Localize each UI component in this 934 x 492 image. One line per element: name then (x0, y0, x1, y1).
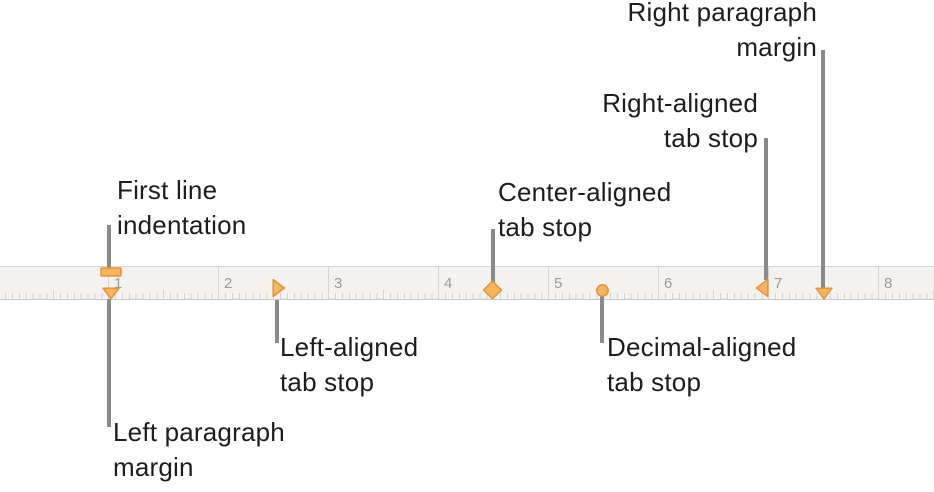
callout-line-right-aligned-tab-stop (764, 138, 768, 280)
callout-line-center-aligned-tab-stop (491, 229, 495, 282)
left-paragraph-margin-marker[interactable] (102, 287, 120, 300)
left-aligned-tab-stop-marker[interactable] (272, 278, 286, 298)
ruler-number-1: 1 (114, 275, 123, 292)
label-left-aligned-tab-stop: Left-aligned tab stop (280, 332, 419, 397)
callout-line-decimal-aligned-tab-stop (600, 296, 604, 343)
label-right-aligned-tab-stop: Right-aligned tab stop (602, 88, 758, 153)
ruler-inch-lines (108, 267, 934, 299)
label-center-aligned-tab-stop: Center-aligned tab stop (498, 177, 672, 242)
ruler-number-3: 3 (334, 275, 343, 292)
decimal-aligned-tab-stop-marker[interactable] (595, 283, 610, 298)
label-decimal-aligned-tab-stop: Decimal-aligned tab stop (607, 332, 797, 397)
ruler-number-2: 2 (224, 275, 233, 292)
ruler[interactable]: 1 2 3 4 5 6 7 8 (0, 266, 934, 300)
callout-line-left-paragraph-margin (107, 299, 111, 427)
ruler-number-7: 7 (774, 275, 783, 292)
ruler-number-4: 4 (444, 275, 453, 292)
label-left-paragraph-margin: Left paragraph margin (113, 417, 285, 482)
callout-line-left-aligned-tab-stop (275, 300, 279, 343)
ruler-number-5: 5 (554, 275, 563, 292)
right-aligned-tab-stop-marker[interactable] (755, 278, 769, 298)
callout-line-right-paragraph-margin (821, 50, 825, 289)
right-paragraph-margin-marker[interactable] (815, 287, 833, 300)
first-line-indentation-marker[interactable] (100, 267, 122, 277)
callout-line-first-line-indentation (107, 225, 111, 268)
label-right-paragraph-margin: Right paragraph margin (627, 0, 817, 62)
ruler-number-6: 6 (664, 275, 673, 292)
ruler-number-8: 8 (884, 275, 893, 292)
label-first-line-indentation: First line indentation (117, 175, 247, 240)
center-aligned-tab-stop-marker[interactable] (482, 280, 503, 300)
